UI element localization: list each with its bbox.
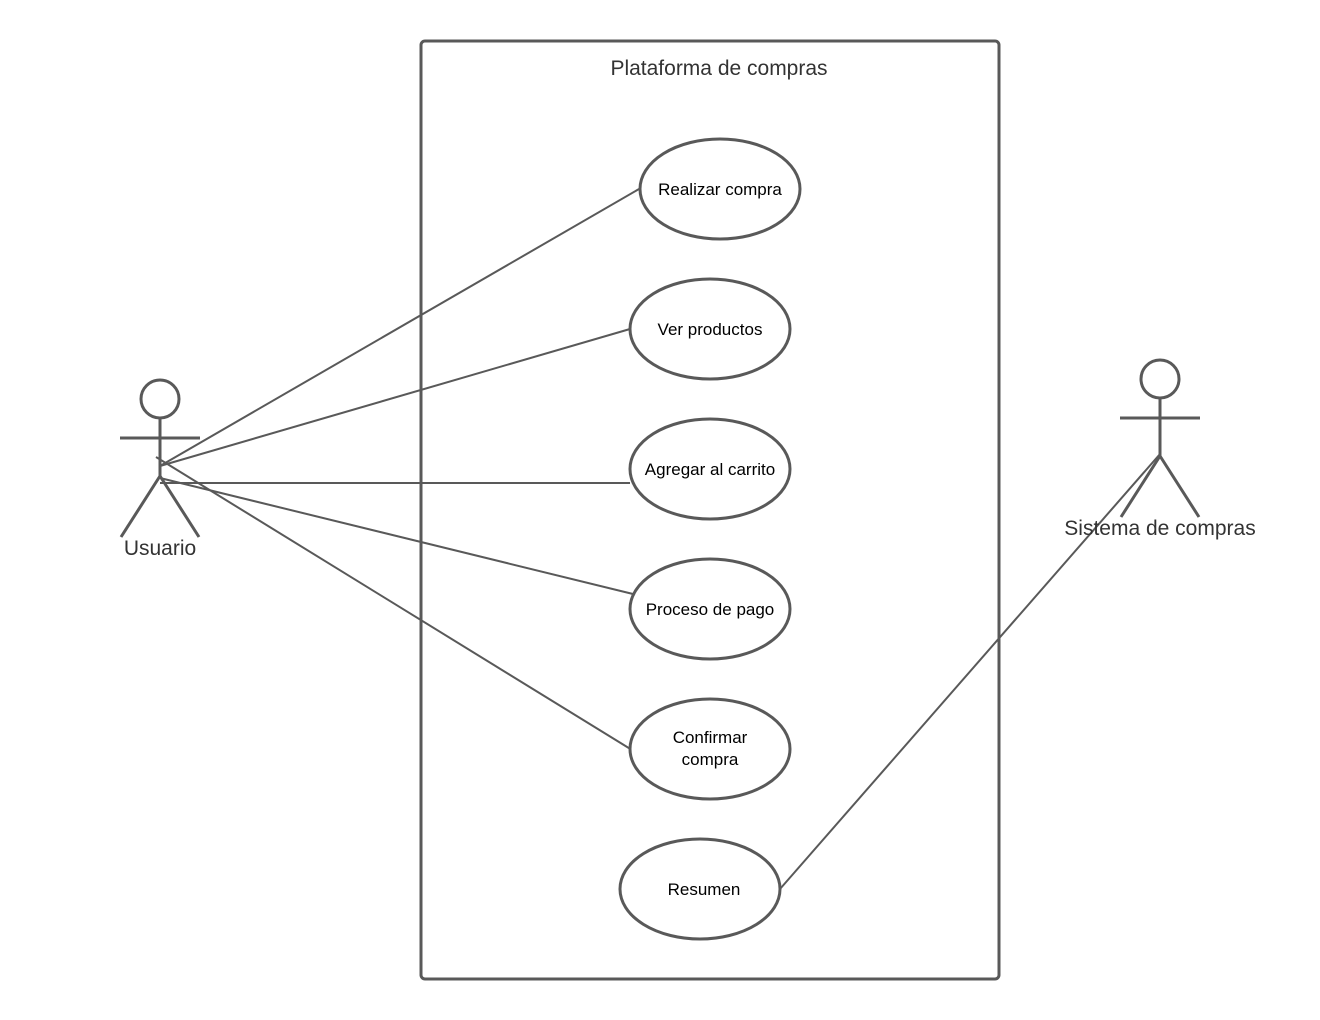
use-case-ellipse [618, 837, 782, 941]
use-case-ellipse [628, 557, 792, 661]
association-usuario-confirmar-compra[interactable] [155, 456, 633, 751]
use-case-label: Resumen [668, 880, 741, 899]
use-case-ellipse [628, 277, 792, 381]
actor-right-leg [1158, 455, 1201, 518]
use-case-agregar-al-carrito[interactable]: Agregar al carrito [628, 417, 792, 521]
actor-sistema-de-compras[interactable]: Sistema de compras [1064, 358, 1256, 540]
actor-label: Usuario [124, 537, 196, 560]
system-title: Plataforma de compras [610, 57, 827, 80]
actor-right-leg [158, 475, 201, 538]
actor-head [1139, 358, 1181, 400]
association-usuario-proceso-de-pago[interactable] [159, 477, 634, 595]
association-sistema-resumen[interactable] [779, 453, 1161, 890]
actor-usuario[interactable]: Usuario [119, 378, 201, 560]
association-usuario-realizar-compra[interactable] [159, 188, 640, 467]
actor-left-leg [1119, 455, 1162, 518]
use-case-label-line-1: Confirmar [673, 728, 748, 747]
use-case-ellipse [628, 697, 792, 801]
use-case-ver-productos[interactable]: Ver productos [628, 277, 792, 381]
use-case-ellipse [628, 417, 792, 521]
use-case-confirmar-compra[interactable]: Confirmar compra [628, 697, 792, 801]
system-boundary[interactable] [419, 39, 1001, 981]
use-case-realizar-compra[interactable]: Realizar compra [638, 137, 802, 241]
use-case-proceso-de-pago[interactable]: Proceso de pago [628, 557, 792, 661]
use-case-label: Realizar compra [658, 180, 782, 199]
actor-head [139, 378, 181, 420]
use-case-resumen[interactable]: Resumen [618, 837, 782, 941]
association-usuario-ver-productos[interactable] [159, 328, 631, 467]
use-case-label: Proceso de pago [646, 600, 775, 619]
actor-left-leg [119, 475, 162, 538]
use-case-label: Agregar al carrito [645, 460, 775, 479]
association-lines [155, 188, 1161, 890]
use-case-label-line-2: compra [682, 750, 739, 769]
use-case-label: Ver productos [658, 320, 763, 339]
actor-label: Sistema de compras [1064, 517, 1255, 540]
use-case-ellipse [638, 137, 802, 241]
